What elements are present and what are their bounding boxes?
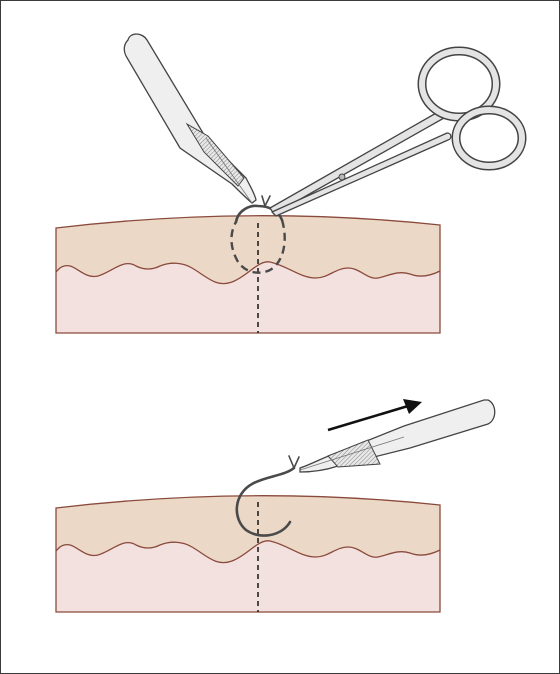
dermal-junction (55, 540, 441, 564)
scissors-icon (269, 46, 527, 217)
suture-strand (235, 455, 300, 537)
panel-1 (55, 33, 527, 334)
panel-2 (55, 399, 496, 613)
suture-knot (261, 195, 271, 207)
forceps-icon (299, 399, 496, 473)
suture-knot (288, 455, 300, 469)
skin-section-1 (55, 215, 441, 334)
dermal-junction (55, 261, 441, 285)
arrow-right-icon (327, 399, 422, 432)
epidermis-layer (56, 495, 440, 563)
skin-section-2 (55, 495, 441, 613)
forceps-icon (123, 33, 257, 204)
epidermis-layer (56, 215, 440, 284)
